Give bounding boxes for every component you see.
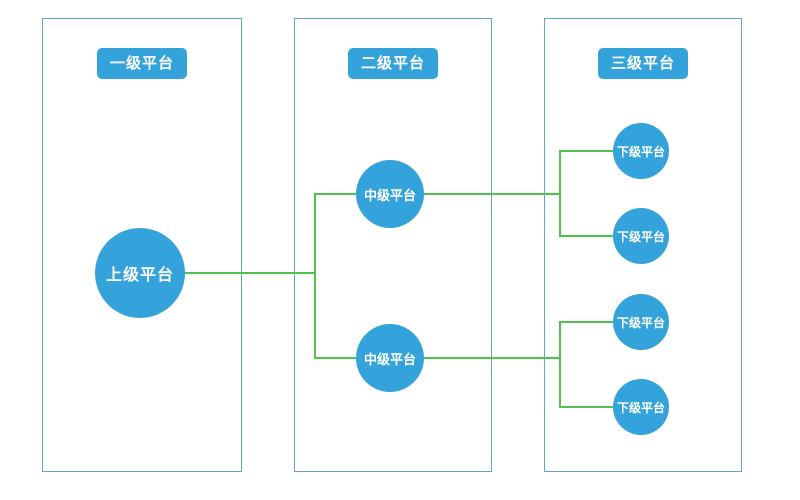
node-leaf-3: 下级平台	[613, 294, 669, 350]
column-level-1: 一级平台	[42, 18, 242, 472]
edge-mid-1-leaf-2	[424, 193, 613, 237]
node-mid-2: 中级平台	[356, 324, 424, 392]
node-leaf-2: 下级平台	[613, 208, 669, 264]
column-header-level-1: 一级平台	[97, 48, 187, 79]
column-level-3: 三级平台	[544, 18, 742, 472]
node-mid-1: 中级平台	[356, 160, 424, 228]
column-header-level-2: 二级平台	[348, 48, 438, 79]
edge-mid-2-leaf-4	[424, 357, 613, 408]
node-leaf-4: 下级平台	[613, 379, 669, 435]
edge-mid-1-leaf-1	[424, 150, 613, 195]
node-leaf-1: 下级平台	[613, 123, 669, 179]
edge-root-mid-1	[185, 193, 356, 274]
edge-root-mid-2	[185, 272, 356, 359]
column-header-level-3: 三级平台	[598, 48, 688, 79]
node-root: 上级平台	[95, 228, 185, 318]
column-level-2: 二级平台	[294, 18, 492, 472]
edge-mid-2-leaf-3	[424, 321, 613, 359]
